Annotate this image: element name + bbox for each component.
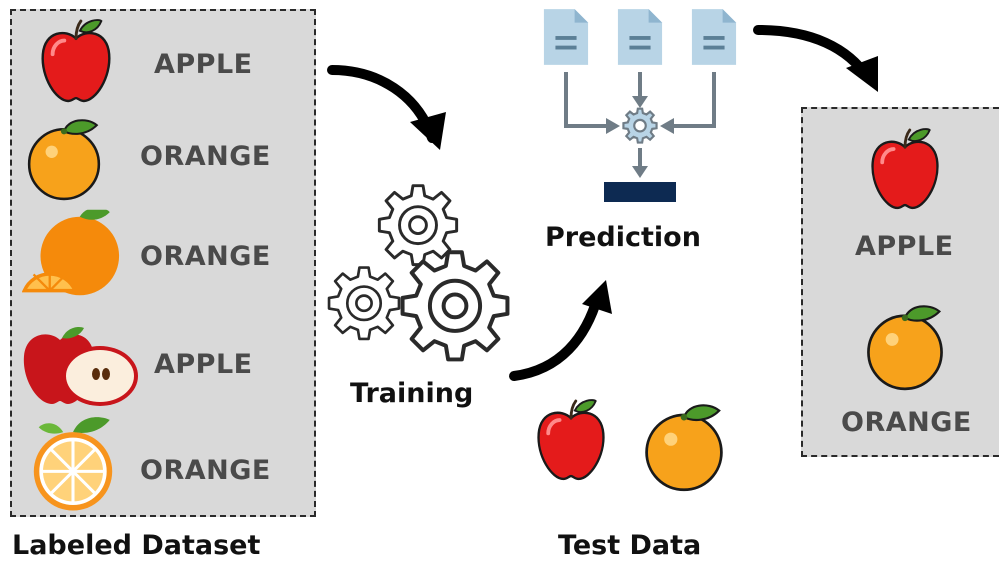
orange-icon xyxy=(857,305,953,391)
dataset-label-4: APPLE xyxy=(154,349,253,380)
labeled-dataset-caption: Labeled Dataset xyxy=(12,530,261,561)
dataset-label-3: ORANGE xyxy=(140,241,271,272)
apple-icon xyxy=(533,394,609,486)
gear-icon xyxy=(398,250,512,364)
prediction-caption: Prediction xyxy=(545,222,701,253)
output-label-2: ORANGE xyxy=(841,407,972,438)
orange-icon xyxy=(632,404,736,492)
prediction-output-panel: APPLE ORANGE xyxy=(801,107,999,457)
output-label-1: APPLE xyxy=(855,231,954,262)
dataset-label-2: ORANGE xyxy=(140,141,271,172)
test-data-caption: Test Data xyxy=(558,530,702,561)
labeled-dataset-panel: APPLE ORANGE ORANGE APPLE ORANGE xyxy=(10,9,316,517)
dataset-label-5: ORANGE xyxy=(140,455,271,486)
dataset-label-1: APPLE xyxy=(154,49,253,80)
gear-icon xyxy=(326,266,402,342)
apple-icon xyxy=(867,121,943,217)
training-caption: Training xyxy=(350,378,474,409)
prediction-model-diagram xyxy=(543,9,737,202)
